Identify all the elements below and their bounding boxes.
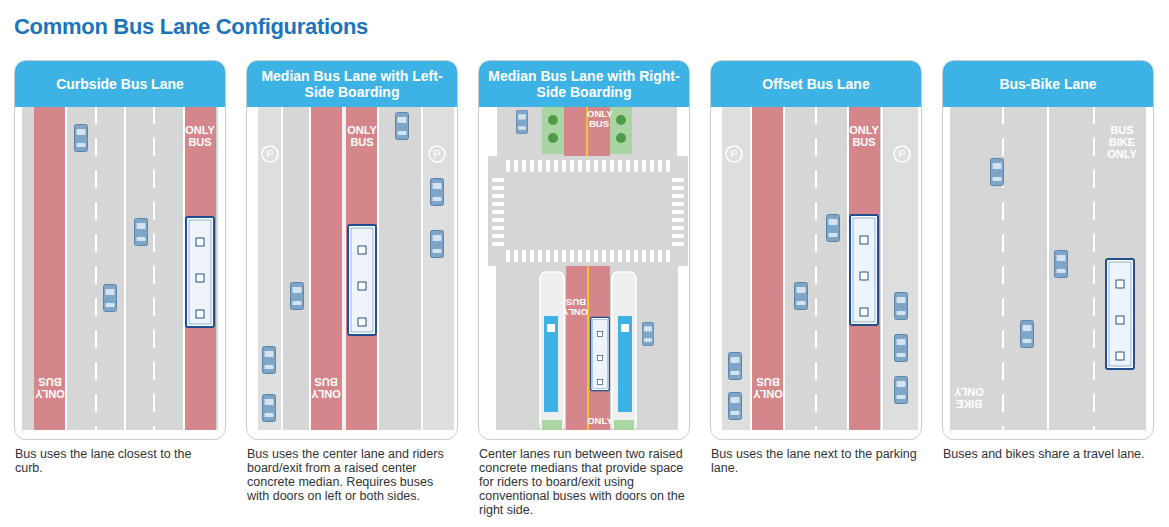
parking-sign: P: [429, 147, 445, 161]
parking-sign: P: [894, 147, 910, 161]
parking-sign: P: [726, 147, 742, 161]
pavement-marking: ONLY BUS: [564, 296, 588, 317]
panel-description: Buses and bikes share a travel lane.: [943, 447, 1149, 461]
pavement-marking: ONLY: [586, 416, 614, 426]
panel-description: Bus uses the lane closest to the curb.: [15, 447, 221, 475]
panel-heading: Curbside Bus Lane: [15, 61, 225, 107]
panel-heading: Median Bus Lane with Right-Side Boarding: [479, 61, 689, 107]
panel-heading: Bus-Bike Lane: [943, 61, 1153, 107]
pavement-marking: ONLY BUS: [33, 376, 67, 400]
diagram-title: Common Bus Lane Configurations: [14, 14, 368, 40]
panel-card: Median Bus Lane with Left-Side BoardingB…: [246, 60, 458, 440]
panel-card: Median Bus Lane with Right-Side Boarding…: [478, 60, 690, 440]
pavement-marking: ONLY BUS: [309, 376, 343, 400]
pavement-marking: ONLY BUS: [345, 124, 379, 148]
pavement-marking: ONLY BUS: [183, 124, 217, 148]
parking-sign: P: [262, 147, 278, 161]
panel-description: Bus uses the center lane and riders boar…: [247, 447, 453, 503]
pavement-marking: ONLY BUS: [587, 109, 611, 130]
panel-description: Bus uses the lane next to the parking la…: [711, 447, 917, 475]
pavement-marking: ONLY BUS: [751, 376, 785, 400]
panel-description: Center lanes run between two raised conc…: [479, 447, 685, 517]
panel-card: Offset Bus LaneBus uses the lane next to…: [710, 60, 922, 440]
panel-heading: Median Bus Lane with Left-Side Boarding: [247, 61, 457, 107]
panel-card: Bus-Bike LaneBuses and bikes share a tra…: [942, 60, 1154, 440]
pavement-marking: ONLY BUS: [847, 124, 881, 148]
pavement-marking: BUS BIKE ONLY: [1103, 124, 1141, 160]
pavement-marking: BIKE ONLY: [950, 386, 988, 410]
panel-heading: Offset Bus Lane: [711, 61, 921, 107]
